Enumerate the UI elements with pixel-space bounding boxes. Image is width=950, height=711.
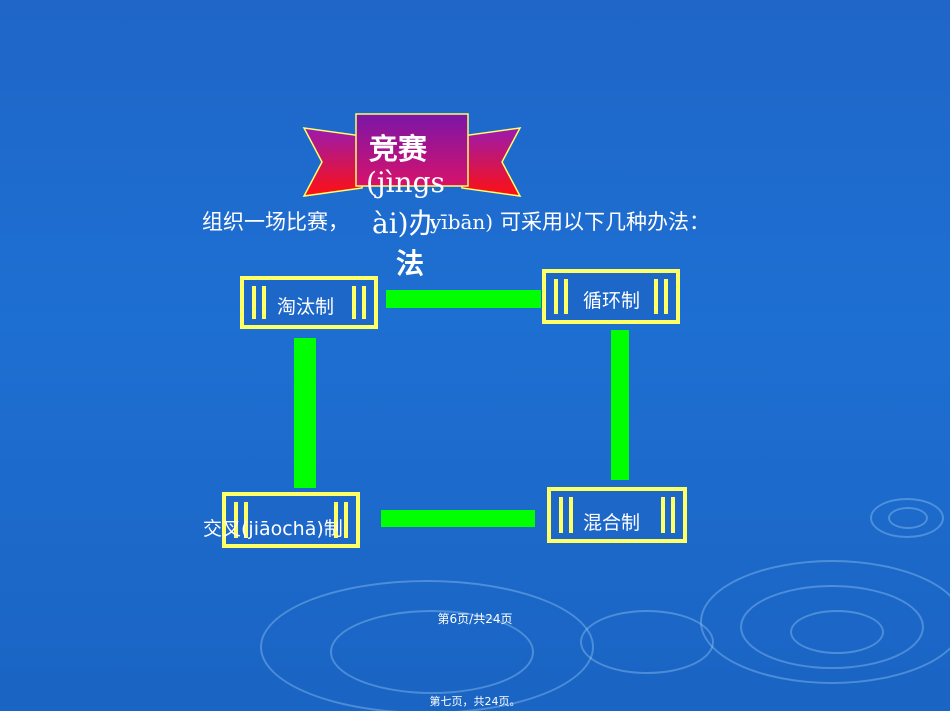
intro-text-end: 可采用以下几种办法： [500,210,710,234]
ripple-decoration [260,580,594,711]
page-indicator: 第6页/共24页 [437,612,513,626]
connector-right [611,330,629,480]
ripple-decoration [740,585,924,669]
method-box-cross [222,492,360,548]
footer-note: 第七页，共24页。 [429,695,521,708]
ripple-decoration [700,560,950,684]
ripple-decoration [330,610,534,694]
method-box-elimination [240,276,378,329]
slide-title: 竞赛 [368,132,427,166]
ripple-decoration [870,498,944,538]
connector-bottom [381,510,535,527]
connector-left [294,338,316,488]
method-box-round-robin [542,269,680,324]
ripple-decoration [790,610,884,654]
method-box-mixed [547,487,687,543]
title-ribbon [302,113,522,197]
intro-text: 组织一场比赛， [202,210,349,234]
method-label-round-robin: 循环制 [583,290,641,312]
connector-top [386,290,541,308]
intro-pinyin: yībān) [430,210,494,234]
ripple-decoration [888,507,928,529]
method-label-mixed: 混合制 [583,512,641,534]
method-label-cross: 交叉(jiāochā)制 [203,518,343,540]
title-suffix: 法 [396,247,425,280]
title-pinyin-line-1: (jìngs [366,166,445,199]
method-label-elimination: 淘汰制 [277,296,335,318]
title-pinyin-line-2: ài)办 [372,207,437,240]
